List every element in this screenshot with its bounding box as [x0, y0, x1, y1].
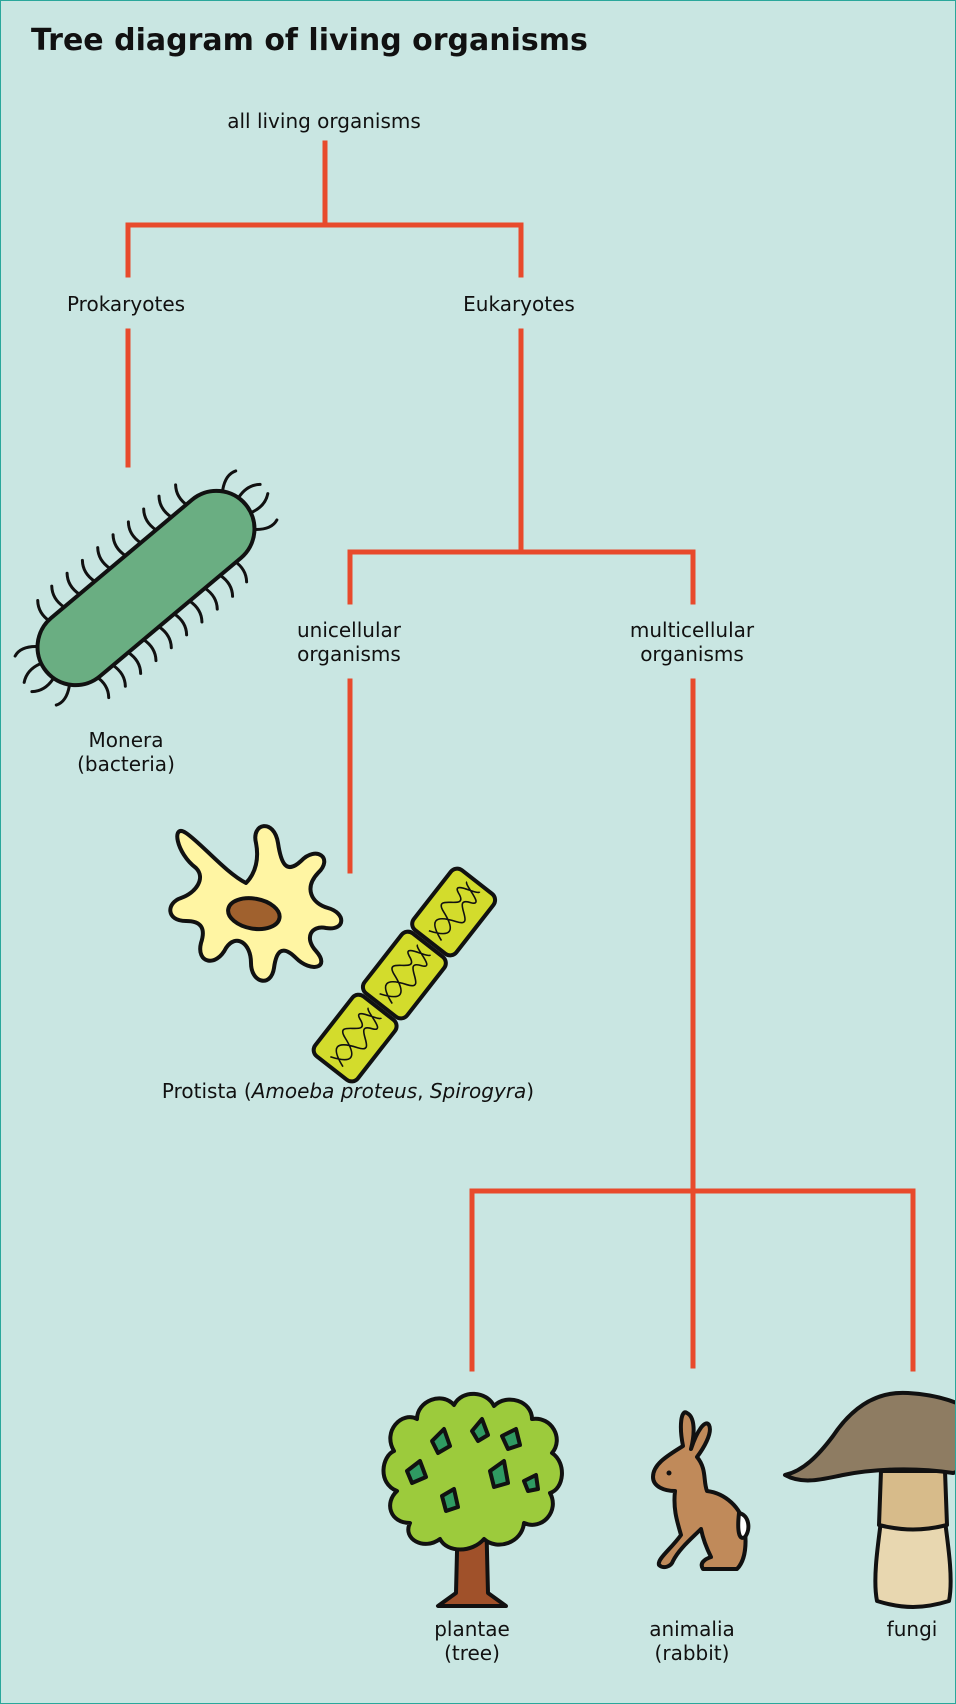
node-root: all living organisms: [227, 109, 421, 133]
node-eukaryotes: Eukaryotes: [463, 292, 575, 316]
protista-suffix: ): [526, 1079, 534, 1103]
node-animalia-line1: animalia: [649, 1617, 735, 1641]
node-multicellular: multicellular organisms: [630, 618, 754, 666]
protista-species-amoeba: Amoeba proteus: [252, 1079, 417, 1103]
protista-separator: ,: [417, 1079, 430, 1103]
node-animalia: animalia (rabbit): [649, 1617, 735, 1665]
multicellular-branch: [472, 681, 913, 1369]
protista-prefix: Protista (: [162, 1079, 252, 1103]
node-unicellular: unicellular organisms: [297, 618, 401, 666]
root-branch: [128, 143, 521, 275]
node-plantae-line1: plantae: [434, 1617, 510, 1641]
node-protista: Protista (Amoeba proteus, Spirogyra): [162, 1079, 534, 1103]
node-plantae-line2: (tree): [434, 1641, 510, 1665]
node-monera-line2: (bacteria): [77, 752, 175, 776]
eukaryote-branch: [350, 331, 693, 602]
mushroom-icon: [785, 1393, 956, 1607]
node-animalia-line2: (rabbit): [649, 1641, 735, 1665]
node-unicellular-line2: organisms: [297, 642, 401, 666]
rabbit-icon: [653, 1412, 748, 1569]
branch-lines: [128, 143, 913, 1369]
node-multicellular-line2: organisms: [630, 642, 754, 666]
tree-icon: [383, 1394, 561, 1606]
node-multicellular-line1: multicellular: [630, 618, 754, 642]
node-unicellular-line1: unicellular: [297, 618, 401, 642]
amoeba-icon: [170, 826, 341, 981]
node-fungi: fungi: [887, 1617, 938, 1641]
node-monera-line1: Monera: [77, 728, 175, 752]
node-monera: Monera (bacteria): [77, 728, 175, 776]
node-plantae: plantae (tree): [434, 1617, 510, 1665]
protista-species-spirogyra: Spirogyra: [430, 1079, 526, 1103]
bacterium-icon: [1, 442, 304, 735]
spirogyra-icon: [310, 865, 498, 1084]
node-prokaryotes: Prokaryotes: [67, 292, 185, 316]
